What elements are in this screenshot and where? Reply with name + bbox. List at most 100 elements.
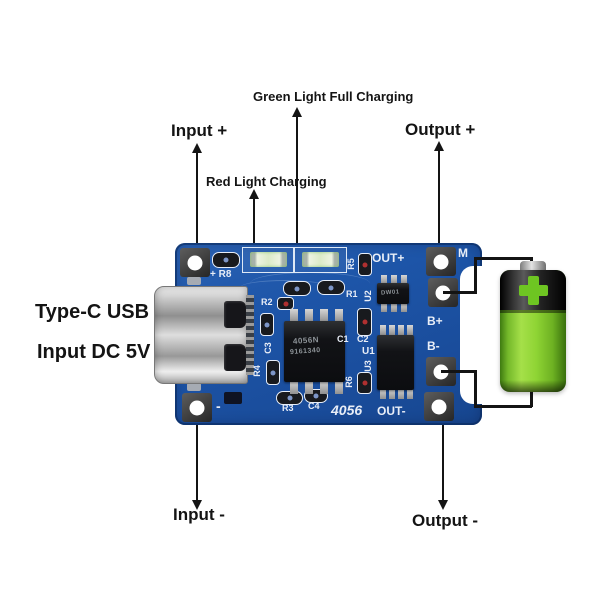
green-light-arrow-icon (292, 107, 302, 117)
battery-bottom-shade (500, 380, 566, 392)
u1-pin (290, 309, 298, 322)
component-mark (362, 380, 367, 386)
chip-u1-tp4056: 4056N 9161340 (284, 321, 345, 382)
component-c3 (260, 313, 274, 336)
u2-pin (391, 303, 397, 312)
output-plus-label: Output + (405, 120, 476, 139)
component-r3 (276, 391, 303, 405)
battery-positive-terminal (520, 261, 546, 271)
green-light-label: Green Light Full Charging (253, 89, 414, 104)
silk-c3: C3 (262, 342, 273, 354)
u2-pin (401, 275, 407, 284)
silk-c4: C4 (308, 401, 320, 411)
input-minus-arrow-line (196, 423, 198, 502)
component-mark (283, 301, 288, 306)
pad-hole (431, 399, 447, 414)
u2-pin (381, 275, 387, 284)
component-mark (362, 262, 368, 267)
pad-hole (189, 400, 205, 415)
silk-out-minus: OUT- (377, 404, 406, 418)
silk-c1: C1 (337, 334, 349, 344)
u1-pin (290, 381, 298, 394)
chip-u2-marking: DW01 (380, 289, 400, 297)
red-light-arrow-line (253, 193, 255, 248)
wire-bminus-seg2 (474, 370, 477, 408)
silk-b-minus: B- (427, 339, 440, 353)
u3-pin (398, 325, 404, 335)
silk-u2: U2 (362, 290, 373, 302)
wire-bplus-seg3 (474, 257, 532, 260)
battery (500, 270, 566, 392)
u2-pin (391, 275, 397, 284)
pad-input-plus (180, 248, 210, 277)
u1-pin (305, 381, 313, 394)
u3-pin (407, 325, 413, 335)
component-c2 (357, 308, 372, 336)
component-mark (287, 395, 292, 401)
component-mark (328, 285, 334, 290)
silk-b-plus: B+ (427, 314, 443, 328)
u1-pin (335, 309, 343, 322)
pad-out-minus (424, 392, 454, 421)
battery-plus-icon (519, 285, 548, 296)
output-minus-label: Output - (412, 511, 479, 530)
red-light-arrow-icon (249, 189, 259, 199)
component-mark (270, 370, 276, 375)
component-r5 (358, 253, 372, 276)
usb-solder-tab (187, 277, 201, 285)
chip-u1-marking-line2: 9161340 (289, 346, 321, 357)
input-plus-arrow-icon (192, 143, 202, 153)
input-minus-label: Input - (173, 505, 225, 524)
u3-pin (398, 389, 404, 399)
output-plus-arrow-line (438, 145, 440, 250)
output-plus-arrow-icon (434, 141, 444, 151)
silk-r4: R4 (251, 365, 262, 377)
output-minus-arrow-icon (438, 500, 448, 510)
red-charging-led (250, 252, 287, 267)
u3-pin (389, 389, 395, 399)
silk-r1: R1 (346, 289, 358, 299)
chip-u1-marking-line1: 4056N (292, 335, 320, 346)
green-light-arrow-line (296, 111, 298, 248)
u3-pin (407, 389, 413, 399)
silk-m: M (458, 246, 468, 260)
wire-bminus-seg3 (474, 405, 532, 408)
component-mark (313, 393, 319, 399)
wire-bminus-seg1 (441, 370, 476, 373)
pad-hole (187, 255, 203, 270)
u1-pin (320, 309, 328, 322)
usb-pin-row (246, 295, 254, 375)
wire-bplus-seg1 (443, 291, 476, 294)
u2-pin (381, 303, 387, 312)
output-minus-arrow-line (442, 423, 444, 502)
component-r1b (317, 280, 345, 295)
component-mark (264, 322, 270, 327)
silk-r3: R3 (282, 403, 294, 413)
battery-top-cap (500, 270, 566, 310)
silk-plus-r8: + R8 (210, 269, 232, 280)
green-full-led (302, 252, 339, 267)
input-plus-arrow-line (196, 147, 198, 249)
silk-r2: R2 (261, 297, 273, 307)
wire-bminus-seg4 (530, 390, 533, 407)
usb-title-line2: Input DC 5V (37, 341, 151, 363)
u1-pin (320, 381, 328, 394)
silk-u1: U1 (362, 346, 375, 357)
component-mark (223, 257, 229, 263)
component-r6 (357, 372, 372, 394)
led-assembly (242, 247, 347, 273)
red-light-label: Red Light Charging (206, 174, 327, 189)
chip-u3-mosfet (377, 335, 414, 390)
u1-pin (305, 309, 313, 322)
component-mark (362, 319, 367, 325)
input-plus-label: Input + (171, 121, 228, 140)
component-r1a (283, 281, 311, 296)
pad-out-plus (426, 247, 456, 276)
u2-pin (401, 303, 407, 312)
usb-solder-tab (187, 383, 201, 391)
component-mark (294, 286, 300, 291)
wire-bplus-seg2 (474, 257, 477, 294)
silk-model-4056: 4056 (331, 402, 363, 418)
usb-contact-block (224, 344, 246, 371)
component-r4 (266, 360, 280, 385)
